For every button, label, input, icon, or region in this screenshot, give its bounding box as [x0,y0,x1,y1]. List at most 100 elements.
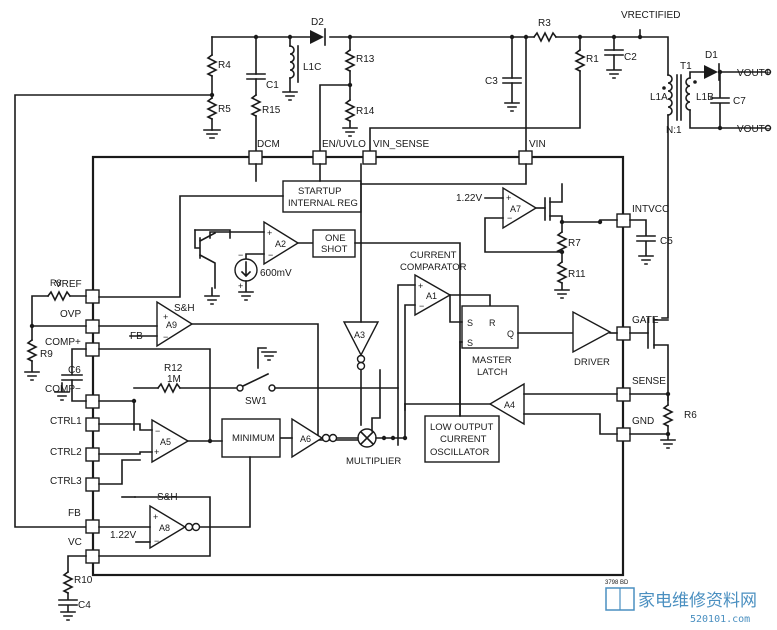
sw1-switch [241,372,270,388]
svg-text:L1A: L1A [650,92,668,103]
label-vc: VC [68,537,82,548]
r4-resistor [206,53,218,78]
r11-resistor [556,260,568,285]
t1-core [676,74,682,121]
bjt-transistor [194,229,201,259]
r8-resistor [46,290,72,302]
svg-text:D1: D1 [705,50,718,61]
svg-text:R7: R7 [568,238,581,249]
pin-comp-plus [85,342,100,357]
c7-capacitor [710,71,730,129]
label-intvcc: INTVCC [632,204,669,215]
svg-text:1.22V: 1.22V [456,193,482,204]
svg-text:−: − [268,250,273,260]
svg-text:1.22V: 1.22V [110,530,136,541]
svg-text:CURRENT: CURRENT [440,434,487,445]
r14-resistor [344,98,356,123]
block-labels: STARTUP INTERNAL REG ONE SHOT MINIMUM MU… [232,186,610,467]
a4-amplifier [488,382,525,426]
component-labels: R4 R5 C1 R15 L1C D2 R13 R14 C3 R3 R1 C2 … [40,10,771,611]
svg-text:MASTER: MASTER [472,355,512,366]
svg-text:VOUT−: VOUT− [737,124,771,135]
misc-labels: 1.22V 600mV R7 R11 S&H S&H FB R12 1M SW1… [110,193,629,586]
svg-text:MINIMUM: MINIMUM [232,433,275,444]
svg-text:+: + [238,281,243,291]
one-shot-block [312,229,356,258]
svg-text:L1B: L1B [696,92,714,103]
d2-diode [310,30,324,44]
svg-text:+: + [154,447,159,457]
svg-text:C5: C5 [660,236,673,247]
startup-internal-reg-block [282,180,362,213]
label-vref: VREF [55,279,82,290]
r3-resistor [532,31,558,43]
pin-ctrl2 [85,447,100,462]
pin-comp-minus [85,394,100,409]
gate-mosfet [647,317,655,349]
svg-text:+: + [506,193,511,203]
svg-text:S&H: S&H [157,492,178,503]
pin-vin-sense [362,150,377,165]
svg-text:A2: A2 [275,239,286,249]
svg-text:R12: R12 [164,363,183,374]
svg-text:A9: A9 [166,320,177,330]
a7-amplifier [502,186,538,230]
svg-text:−: − [419,301,424,311]
top-network [203,28,772,319]
l1b-winding [685,77,691,111]
svg-text:SW1: SW1 [245,396,267,407]
l1c-inductor [289,45,295,79]
svg-text:COMPARATOR: COMPARATOR [400,262,467,273]
label-gnd: GND [632,416,654,427]
svg-text:R3: R3 [538,18,551,29]
svg-text:R5: R5 [218,104,231,115]
pin-ctrl1 [85,417,100,432]
svg-text:CURRENT: CURRENT [410,250,457,261]
watermark: 家电维修资料网 520101.com [605,587,757,625]
svg-text:R1: R1 [586,54,599,65]
svg-text:N:1: N:1 [666,125,682,136]
svg-text:OSCILLATOR: OSCILLATOR [430,447,489,458]
svg-text:1M: 1M [167,374,181,385]
svg-text:R14: R14 [356,106,375,117]
label-vin-sense: VIN_SENSE [373,139,429,150]
pin-gate [616,326,631,341]
label-ctrl2: CTRL2 [50,447,82,458]
a1-comparator [414,273,452,317]
l1a-winding [667,74,673,116]
pin-en-uvlo [312,150,327,165]
svg-text:C7: C7 [733,96,746,107]
svg-text:ONE: ONE [325,233,346,244]
svg-text:S&H: S&H [174,303,195,314]
svg-text:VRECTIFIED: VRECTIFIED [621,10,680,21]
pin-intvcc [616,213,631,228]
label-comp-plus: COMP+ [45,337,81,348]
label-en-uvlo: EN/UVLO [322,139,366,150]
svg-text:R6: R6 [684,410,697,421]
label-dcm: DCM [257,139,280,150]
svg-text:+: + [267,228,272,238]
svg-text:−: − [238,250,243,260]
svg-text:Q: Q [507,329,514,339]
r10-resistor [62,570,74,595]
c5-capacitor [629,219,656,265]
svg-text:R4: R4 [218,60,231,71]
svg-text:+: + [163,312,168,322]
left-network [24,290,87,621]
label-ctrl1: CTRL1 [50,416,82,427]
svg-text:R10: R10 [74,575,93,586]
svg-text:+: + [418,281,423,291]
a2-amplifier [263,220,300,266]
svg-text:−: − [155,426,160,436]
svg-text:LOW OUTPUT: LOW OUTPUT [430,422,494,433]
label-ctrl3: CTRL3 [50,476,82,487]
svg-text:FB: FB [130,331,143,342]
svg-text:D2: D2 [311,17,324,28]
svg-text:+: + [153,512,158,522]
pin-labels: DCM EN/UVLO VIN_SENSE VIN VREF OVP COMP+… [45,139,669,548]
pin-dcm [248,150,263,165]
pin-vc [85,549,100,564]
pin-ovp [85,319,100,334]
watermark-url: 520101.com [690,614,750,625]
